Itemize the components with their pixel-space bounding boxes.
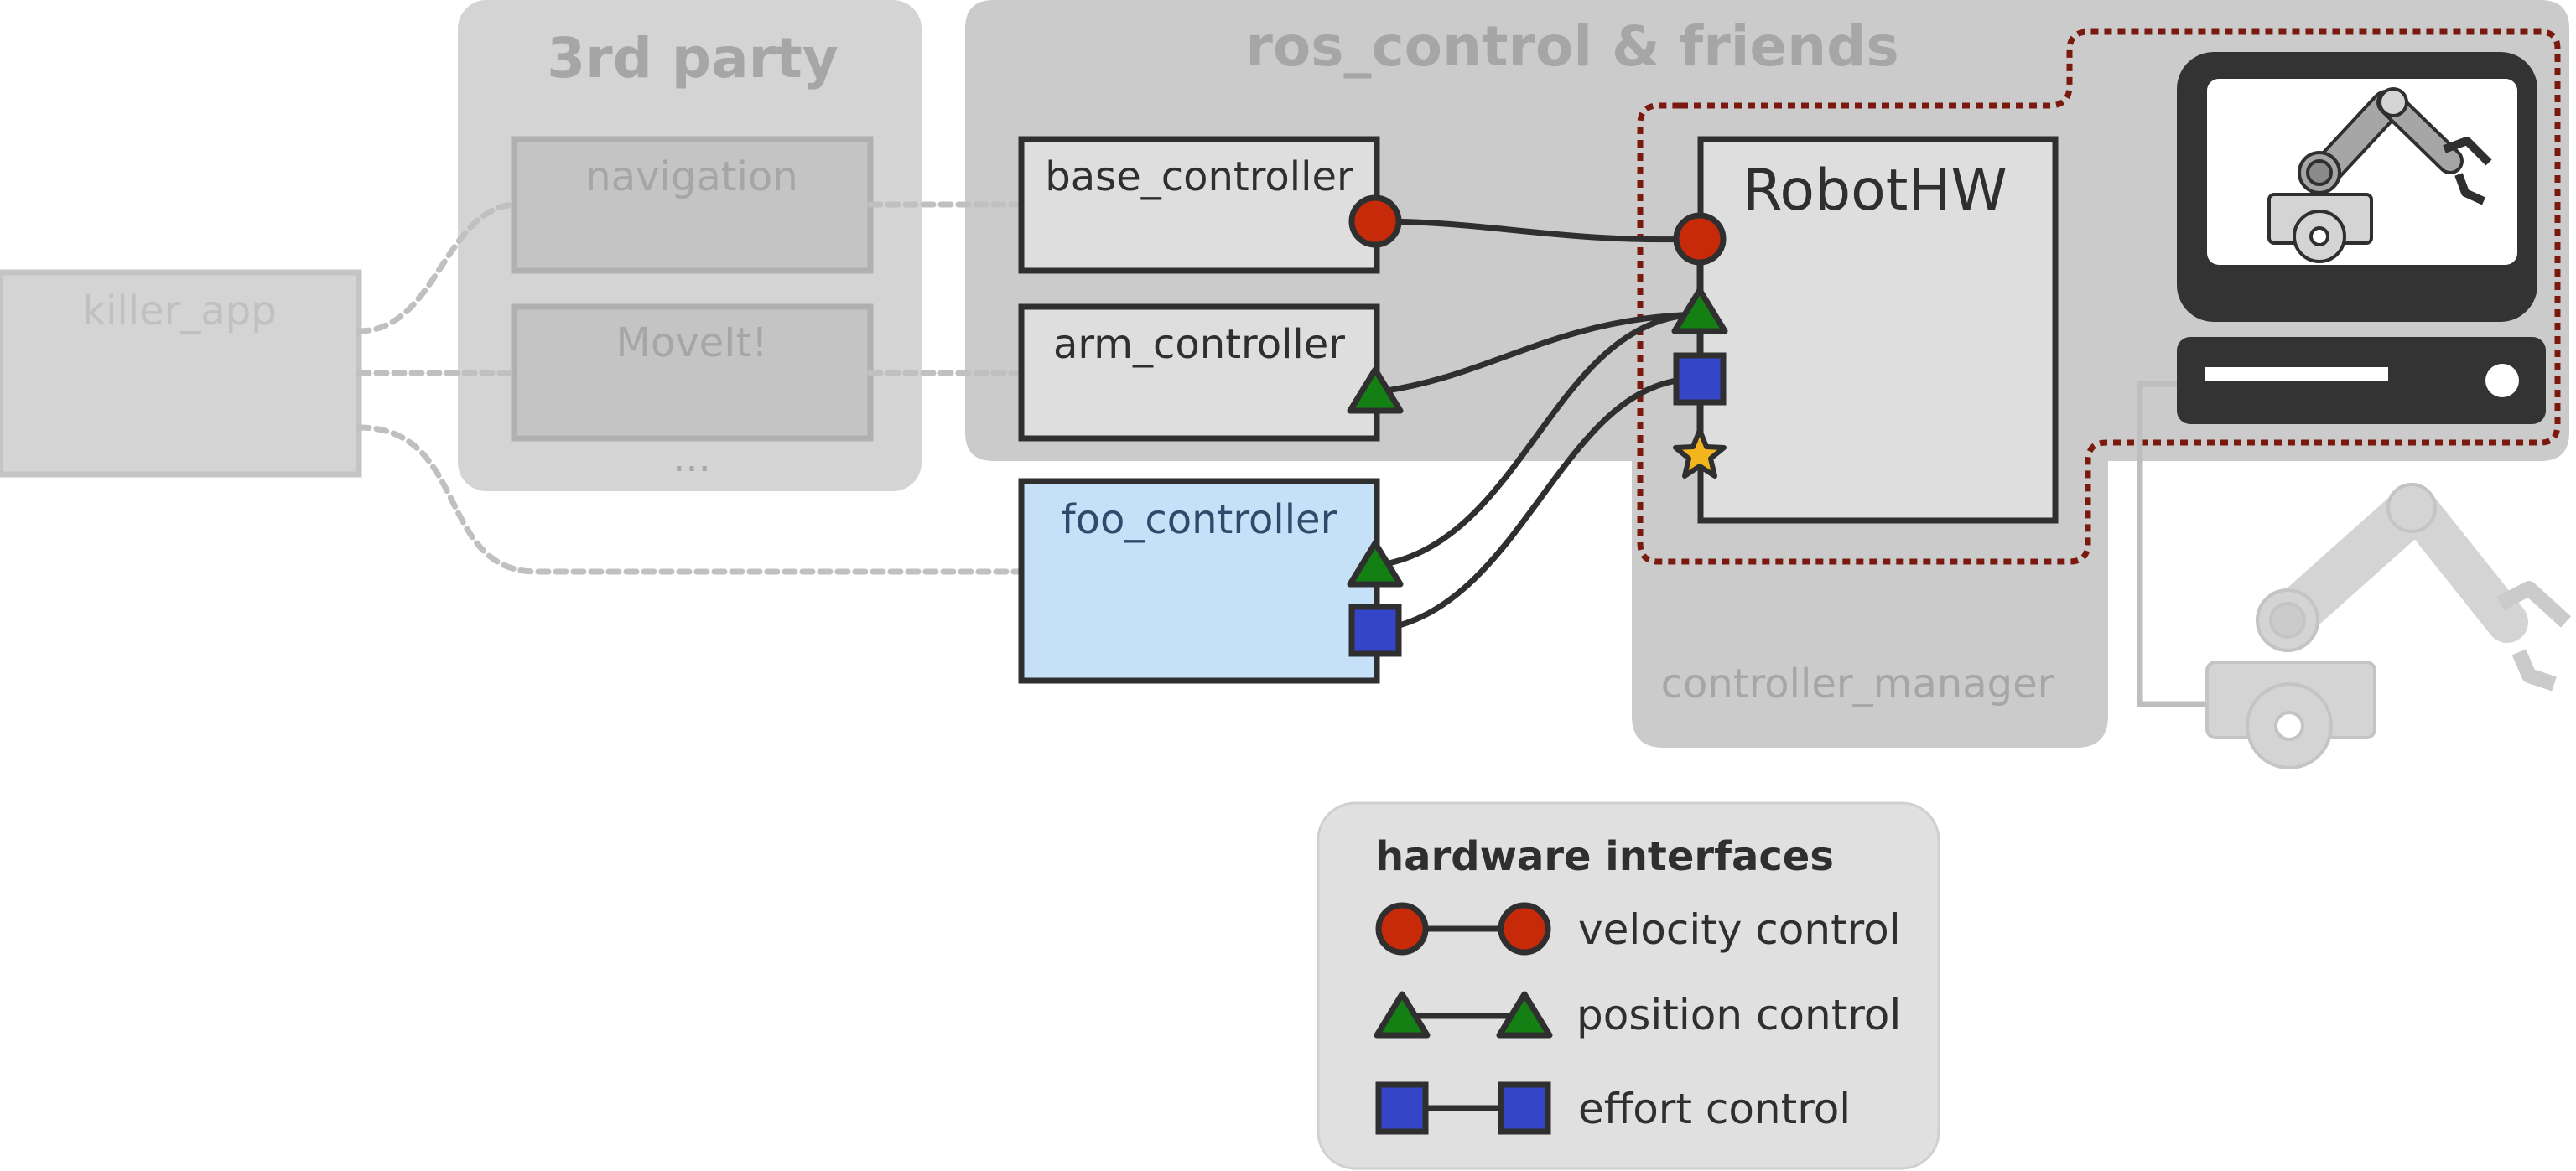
controller-manager-label: controller_manager	[1661, 661, 2054, 707]
foo-controller-label: foo_controller	[1062, 496, 1337, 543]
legend-position-port-right	[1496, 991, 1553, 1039]
legend-effort-label: effort control	[1578, 1085, 1851, 1133]
computer-tower-icon	[2177, 337, 2546, 424]
killer-app-node	[0, 269, 362, 478]
robot-arm-icon	[2267, 87, 2492, 263]
robot-hw-label: RobotHW	[1742, 158, 2007, 224]
legend-panel	[1317, 801, 1940, 1170]
physical-robot-icon	[2205, 483, 2572, 769]
arm-controller-position-wire	[1374, 311, 1699, 396]
ros-control-group-title: ros_control & friends	[1245, 14, 1898, 79]
base-controller-label: base_controller	[1045, 153, 1353, 200]
base-controller-velocity-wire	[1374, 218, 1699, 243]
killer-app-to-foo-controller-link	[356, 424, 1025, 575]
navigation-label: navigation	[585, 153, 797, 200]
killer-app-to-navigation-link	[356, 201, 517, 334]
arm-controller-label: arm_controller	[1053, 321, 1345, 368]
legend-position-port-left	[1374, 991, 1431, 1039]
robot-hw-position-port	[1671, 287, 1728, 334]
robot-hw-effort-port	[1673, 352, 1727, 406]
computer-robot-cable	[2137, 381, 2214, 707]
legend-effort-port-right	[1498, 1081, 1551, 1135]
legend-velocity-port-left	[1375, 902, 1429, 956]
foo-controller-position-wire	[1374, 311, 1699, 569]
arm-controller-node	[1018, 303, 1380, 442]
third-party-group-title: 3rd party	[547, 26, 839, 91]
computer-monitor-icon	[2177, 52, 2537, 322]
hardware-boundary	[1637, 28, 2561, 565]
moveit-label: MoveIt!	[616, 319, 768, 366]
foo-controller-effort-wire	[1374, 376, 1699, 634]
legend-effort-port-left	[1375, 1081, 1429, 1135]
robot-hw-node	[1697, 136, 2059, 524]
killer-app-label: killer_app	[82, 288, 276, 334]
foo-controller-position-port	[1347, 540, 1404, 588]
legend-position-label: position control	[1576, 991, 1901, 1039]
arm-controller-position-port	[1347, 366, 1404, 414]
moveit-node	[511, 303, 874, 442]
foo-controller-node	[1018, 478, 1380, 684]
foo-controller-effort-port	[1348, 604, 1402, 657]
legend-velocity-port-right	[1498, 902, 1551, 956]
robot-hw-velocity-port	[1673, 212, 1727, 266]
star-icon	[1673, 427, 1727, 479]
more-packages-ellipsis: ...	[673, 434, 711, 481]
legend-velocity-label: velocity control	[1578, 905, 1901, 954]
legend-title: hardware interfaces	[1375, 833, 1834, 880]
base-controller-velocity-port	[1348, 194, 1402, 248]
base-controller-node	[1018, 136, 1380, 274]
